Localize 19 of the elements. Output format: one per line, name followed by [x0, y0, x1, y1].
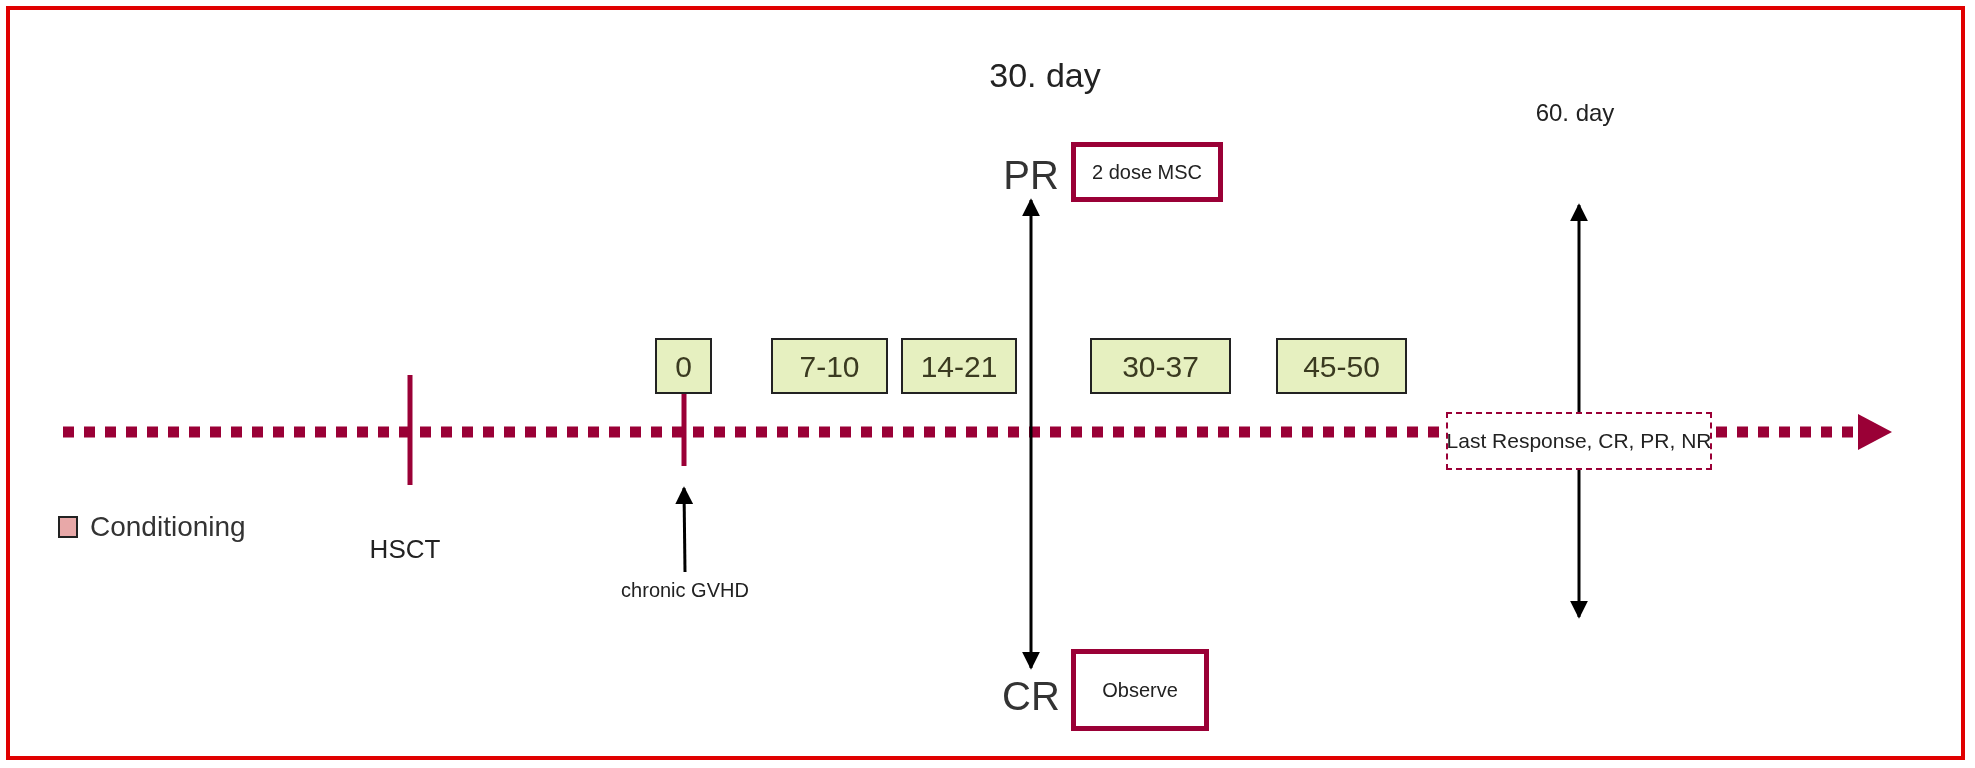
action-box: 2 dose MSC: [1071, 142, 1223, 202]
arrow: [675, 486, 694, 572]
timepoint-label: 30. day: [988, 55, 1102, 96]
arrow: [1570, 470, 1588, 619]
day-range-box: 0: [655, 338, 712, 394]
timepoint-label: HSCT: [368, 533, 442, 566]
arrow: [1570, 203, 1588, 412]
day-range-box: 45-50: [1276, 338, 1407, 394]
day-range-box: 30-37: [1090, 338, 1231, 394]
timepoint-label: 60. day: [1534, 98, 1616, 128]
arrow: [1022, 198, 1040, 670]
day-range-box: 7-10: [771, 338, 888, 394]
event-label: chronic GVHD: [600, 572, 770, 608]
action-box: Observe: [1071, 649, 1209, 731]
legend-label: Conditioning: [90, 510, 246, 544]
response-label: CR: [998, 668, 1064, 724]
day-range-box: 14-21: [901, 338, 1017, 394]
result-box: Last Response, CR, PR, NR: [1446, 412, 1712, 470]
response-label: PR: [998, 150, 1064, 200]
